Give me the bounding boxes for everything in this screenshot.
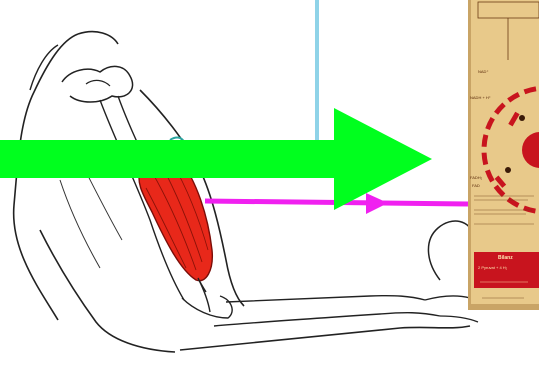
right-arrow-icon: [0, 0, 539, 366]
scene: NAD⁺ NADH + H⁺ FADH₂ FAD Bilanz 2 Pyruva…: [0, 0, 539, 366]
